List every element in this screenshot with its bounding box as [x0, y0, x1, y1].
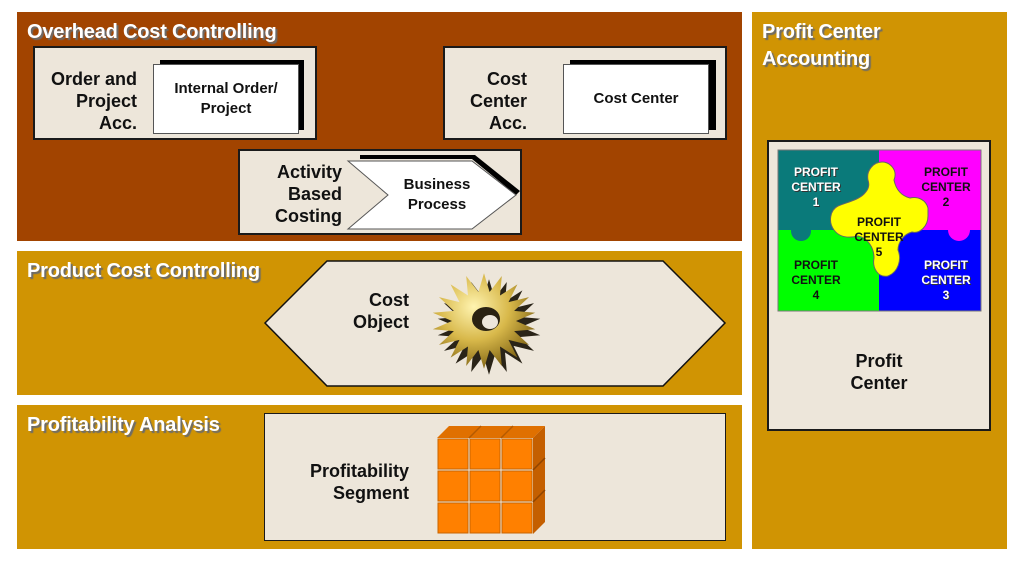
label-line: Project: [75, 91, 137, 111]
cube-front-cell: [469, 470, 501, 502]
card-text: Cost Center: [593, 90, 679, 107]
pc-word: PROFIT: [794, 258, 838, 272]
puzzle-knob-1: [791, 221, 811, 241]
abc-label: Activity Based Costing: [242, 161, 342, 227]
activity-based-costing-box[interactable]: Activity Based Costing Business Process: [238, 149, 522, 235]
chevron-shape: [346, 160, 517, 230]
pc-word: PROFIT: [794, 165, 838, 179]
gear-icon: [432, 273, 541, 375]
cube-front-cell: [501, 470, 533, 502]
profit-center-5-label: PROFIT CENTER 5: [846, 215, 912, 260]
puzzle-border: [777, 149, 982, 312]
profitability-analysis-panel: Profitability Analysis Profitability Seg…: [17, 405, 742, 549]
profit-center-puzzle: [777, 149, 982, 312]
label-line: Cost: [487, 69, 527, 89]
profit-center-3-label: PROFIT CENTER 3: [913, 258, 979, 303]
cube-front-cell: [501, 438, 533, 470]
label-line: Cost: [369, 290, 409, 310]
profit-center-2-label: PROFIT CENTER 2: [913, 165, 979, 210]
cost-object-label: Cost Object: [317, 289, 409, 333]
label-line: Acc.: [488, 113, 527, 133]
puzzle-knob-2: [948, 219, 970, 241]
pc-number: 2: [942, 195, 950, 209]
cube-front-cell: [437, 438, 469, 470]
pc-word: CENTER: [921, 273, 971, 287]
label-line: Segment: [332, 483, 409, 503]
label-line: Order and: [50, 69, 137, 89]
overhead-title: Overhead Cost Controlling: [27, 21, 277, 43]
cube-top-line: [500, 425, 514, 439]
profit-center-1-label: PROFIT CENTER 1: [783, 165, 849, 210]
label-line: Profitability: [309, 461, 409, 481]
pca-title: Profit Center Accounting: [762, 19, 881, 73]
cube-top-face: [437, 426, 545, 438]
cube-front-cell: [469, 502, 501, 534]
cube-side-face: [533, 426, 545, 534]
cube-side-line: [532, 489, 546, 503]
product-title: Product Cost Controlling: [27, 260, 260, 282]
cube-side-line: [532, 457, 546, 471]
profitability-segment-box[interactable]: Profitability Segment: [264, 413, 726, 541]
profit-center-label: Profit Center: [769, 350, 989, 394]
cost-center-label: Cost Center Acc.: [447, 68, 527, 134]
label-line: Activity: [276, 162, 342, 182]
pc-word: PROFIT: [924, 165, 968, 179]
business-process-label: Business Process: [390, 175, 484, 215]
label-line: Costing: [275, 206, 342, 226]
pc-word: PROFIT: [857, 215, 901, 229]
card-line: Business: [403, 176, 471, 193]
title-line: Accounting: [762, 48, 870, 70]
profit-center-box[interactable]: PROFIT CENTER 1 PROFIT CENTER 2 PROFIT C…: [767, 140, 991, 431]
cube-front-cell: [437, 470, 469, 502]
business-process-chevron[interactable]: [240, 151, 524, 237]
pc-word: CENTER: [921, 180, 971, 194]
product-cost-controlling-panel: Product Cost Controlling Cost Object: [17, 251, 742, 395]
order-project-box[interactable]: Order and Project Acc. Internal Order/ P…: [33, 46, 317, 140]
chevron-shadow: [360, 155, 520, 195]
profitability-title: Profitability Analysis: [27, 414, 220, 436]
pc-word: CENTER: [854, 230, 904, 244]
label-line: Profit: [855, 351, 903, 371]
profit-center-accounting-panel: Profit Center Accounting PROFIT CENTER 1…: [752, 12, 1007, 549]
label-line: Acc.: [98, 113, 137, 133]
card-line: Project: [200, 100, 252, 117]
cube-front-cell: [501, 502, 533, 534]
cost-center-box[interactable]: Cost Center Acc. Cost Center: [443, 46, 727, 140]
card-line: Internal Order/: [174, 80, 278, 97]
overhead-cost-controlling-panel: Overhead Cost Controlling Order and Proj…: [17, 12, 742, 241]
cost-center-card[interactable]: Cost Center: [563, 64, 709, 134]
label-line: Center: [850, 373, 908, 393]
label-line: Center: [469, 91, 527, 111]
gear-hole-light: [482, 315, 498, 329]
cube-top-line: [468, 425, 482, 439]
internal-order-card[interactable]: Internal Order/ Project: [153, 64, 299, 134]
pc-number: 1: [812, 195, 820, 209]
pc-number: 3: [942, 288, 950, 302]
cube-icon: [437, 425, 546, 534]
pc-word: PROFIT: [924, 258, 968, 272]
puzzle-piece-4[interactable]: [778, 230, 879, 311]
puzzle-piece-5[interactable]: [830, 161, 929, 277]
pc-word: CENTER: [791, 273, 841, 287]
order-project-label: Order and Project Acc.: [37, 68, 137, 134]
label-line: Object: [352, 312, 409, 332]
card-line: Process: [407, 196, 467, 213]
cube-front-cell: [469, 438, 501, 470]
label-line: Based: [287, 184, 342, 204]
profitability-segment-label: Profitability Segment: [275, 460, 409, 504]
profit-center-4-label: PROFIT CENTER 4: [783, 258, 849, 303]
cube-front-cell: [437, 502, 469, 534]
pc-word: CENTER: [791, 180, 841, 194]
pc-number: 5: [875, 245, 883, 259]
pc-number: 4: [812, 288, 820, 302]
title-line: Profit Center: [762, 21, 881, 43]
